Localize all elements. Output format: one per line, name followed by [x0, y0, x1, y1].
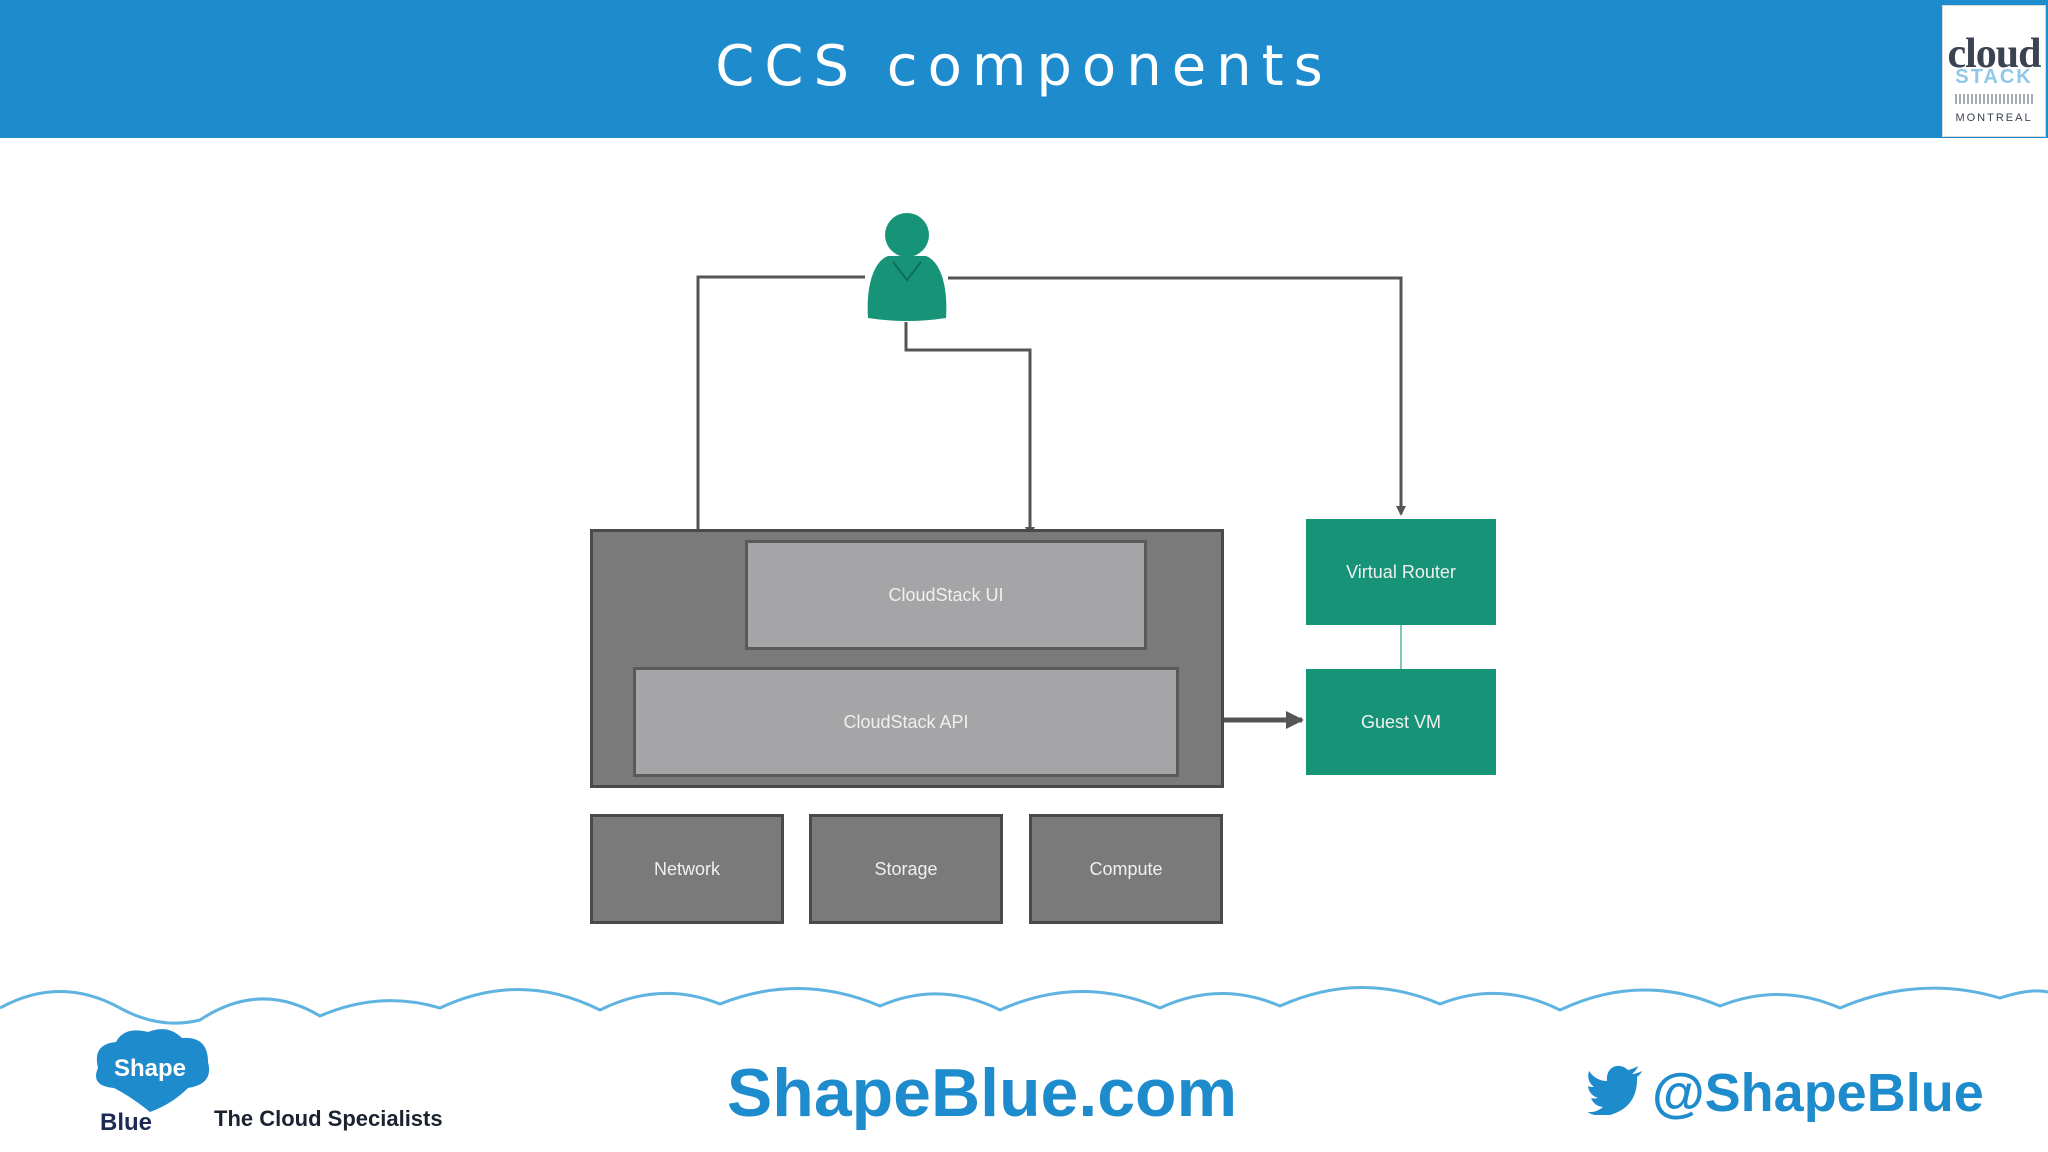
- cloudstack-api-box: CloudStack API: [633, 667, 1179, 777]
- storage-label: Storage: [874, 858, 938, 879]
- twitter-handle[interactable]: @ShapeBlue: [1652, 1063, 1984, 1123]
- compute-label: Compute: [1089, 858, 1163, 879]
- storage-box: Storage: [809, 814, 1003, 924]
- virtual-router-box: Virtual Router: [1306, 519, 1496, 625]
- network-box: Network: [590, 814, 784, 924]
- cloudstack-ui-label: CloudStack UI: [888, 584, 1004, 605]
- guest-vm-label: Guest VM: [1360, 711, 1442, 732]
- logo-blue-text: Blue: [100, 1109, 152, 1134]
- conf-logo-line3: MONTREAL: [1955, 112, 2033, 124]
- guest-vm-box: Guest VM: [1306, 669, 1496, 775]
- cloudstack-montreal-logo: cloud STACK MONTREAL: [1942, 5, 2046, 137]
- shapeblue-logo: Shape Blue: [96, 1029, 210, 1134]
- website-link[interactable]: ShapeBlue.com: [726, 1055, 1238, 1131]
- conf-logo-fine-print: [1955, 94, 2033, 104]
- twitter-icon: [1588, 1065, 1642, 1115]
- connector-user-to-router: [948, 276, 1406, 516]
- user-icon: [867, 213, 947, 321]
- connector-user-to-ui: [904, 322, 1035, 537]
- conf-logo-line1: cloud: [1947, 31, 2041, 77]
- cloudstack-ui-box: CloudStack UI: [745, 540, 1147, 650]
- cloudstack-api-label: CloudStack API: [843, 711, 969, 732]
- virtual-router-label: Virtual Router: [1346, 561, 1456, 582]
- footer-cloud-border: [0, 986, 2048, 1025]
- network-label: Network: [653, 858, 720, 879]
- title-bar: [0, 0, 2048, 138]
- conf-logo-line2: STACK: [1955, 66, 2033, 88]
- logo-shape-text: Shape: [114, 1055, 186, 1082]
- slide-title: CCS components: [715, 34, 1333, 99]
- tagline: The Cloud Specialists: [214, 1106, 443, 1131]
- compute-box: Compute: [1029, 814, 1223, 924]
